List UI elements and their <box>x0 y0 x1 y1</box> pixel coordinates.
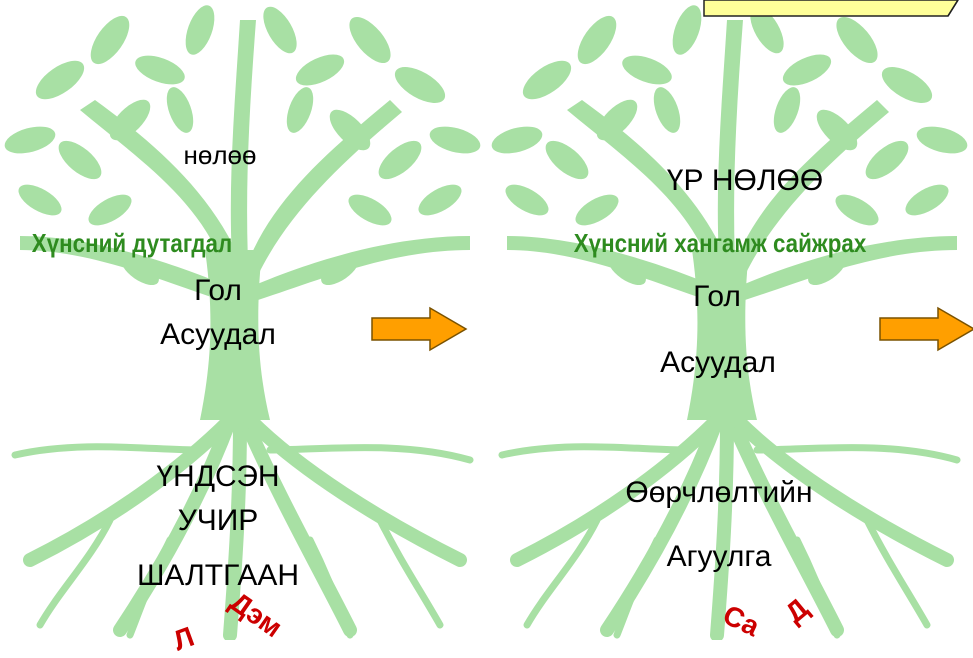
right-arrow-icon <box>370 306 470 352</box>
core-problem-line2: Асуудал <box>628 346 808 380</box>
right-arrow-icon <box>878 306 973 352</box>
root-cause-line2: УЧИР <box>108 504 328 538</box>
core-problem-line1: Гол <box>667 280 767 314</box>
effect-label: ҮР НӨЛӨӨ <box>645 164 845 198</box>
core-problem-line1: Гол <box>168 274 268 308</box>
root-cause-line3: ШАЛТГААН <box>98 559 338 593</box>
problem-title: Хүнсний дутагдал <box>3 226 261 260</box>
root-change-line2: Агуулга <box>619 540 819 574</box>
problem-title: Хүнсний хангамж сайжрах <box>518 226 922 260</box>
root-cause-line1: ҮНДСЭН <box>108 460 328 494</box>
effect-label: нөлөө <box>165 138 275 172</box>
callout-note-icon <box>700 0 962 22</box>
core-problem-line2: Асуудал <box>128 318 308 352</box>
root-change-line1: Өөрчлөлтийн <box>579 476 859 510</box>
